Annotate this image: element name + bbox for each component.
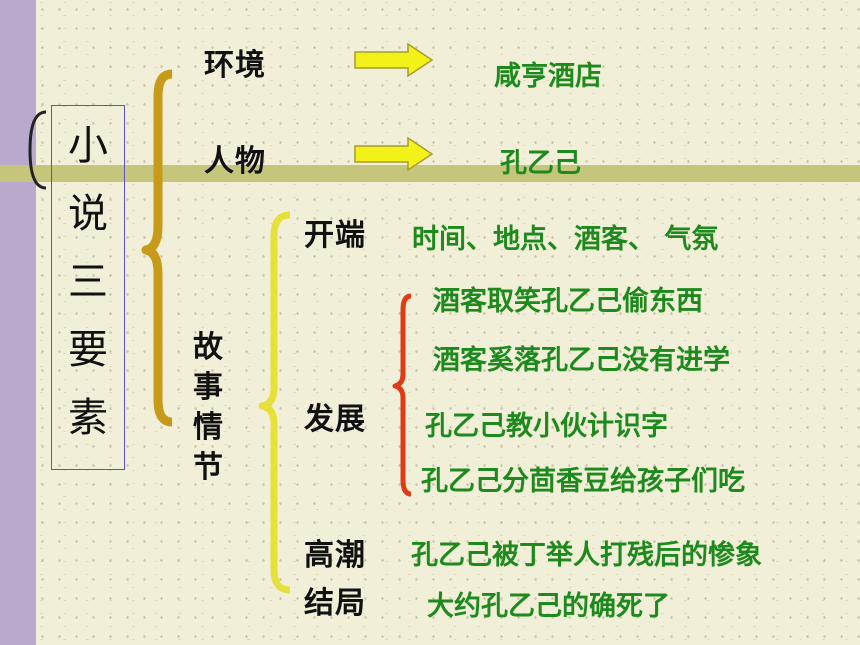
environment-value: 咸亨酒店 [494,61,602,92]
plot-brace [258,211,291,594]
development-item: 孔乙己分茴香豆给孩子们吃 [421,466,745,497]
plot-label: 故 事 情 节 [193,330,223,485]
ending-value: 大约孔乙己的确死了 [427,591,670,622]
development-item: 酒客取笑孔乙己偷东西 [433,286,703,317]
climax-label: 高潮 [304,538,366,573]
character-value: 孔乙己 [500,148,581,179]
title-bracket [28,110,47,190]
development-label: 发展 [304,402,366,437]
title-box [51,105,125,470]
climax-value: 孔乙己被丁举人打残后的惨象 [411,540,762,571]
character-label: 人物 [204,144,266,179]
horizontal-decor-bar [0,165,860,182]
outer-brace [141,69,173,427]
beginning-label: 开端 [304,218,366,253]
diagram-title: 小 说 三 要 素 [68,123,108,441]
left-decor-bar [0,0,36,645]
arrow-icon [354,42,434,78]
arrow-icon [354,136,434,172]
development-item: 孔乙己教小伙计识字 [425,411,668,442]
development-brace [392,293,412,497]
environment-label: 环境 [204,48,266,83]
beginning-value: 时间、地点、酒客、 气氛 [412,224,719,255]
ending-label: 结局 [304,586,366,621]
development-item: 酒客奚落孔乙己没有进学 [433,345,730,376]
